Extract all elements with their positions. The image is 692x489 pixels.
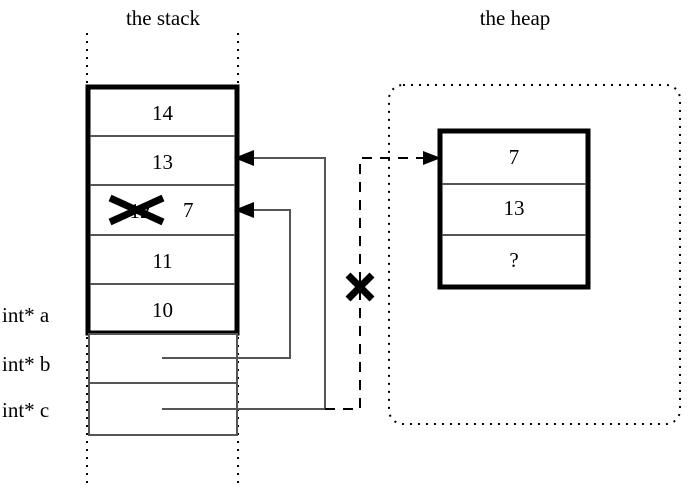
invalid-pointer-x-marker [345,272,375,302]
dangling-pointer-arrowhead [423,151,441,165]
stack-cell-value-1: 13 [152,150,173,174]
heap-block [437,128,591,290]
variable-label-a: int* a [2,303,50,327]
heap-cell-value-2: ? [509,248,519,272]
heap-boundary [388,84,681,425]
stack-cell-value-0: 14 [152,101,173,125]
pointer-b-line [162,209,291,359]
stack-title: the stack [125,6,201,30]
variable-label-c: int* c [2,398,50,422]
heap-title: the heap [479,6,551,30]
heap-cell-value-1: 13 [503,196,525,220]
heap-cell-value-0: 7 [508,145,520,169]
stack-cell-value-3: 11 [152,249,173,273]
pointer-b-arrowhead [234,202,254,218]
struck-value-x-marker [108,194,165,226]
stack-cell-value-2-struck: 12 [129,199,151,223]
stack-cell-value-4: 10 [152,298,173,322]
dangling-pointer-dashed-line [325,157,430,410]
stack-cell-replacement-value: 7 [183,198,194,222]
pointer-c-arrowhead [234,150,254,166]
variable-label-b: int* b [2,352,51,376]
pointer-c-line [162,157,326,410]
stack-pointer-block [88,333,238,436]
